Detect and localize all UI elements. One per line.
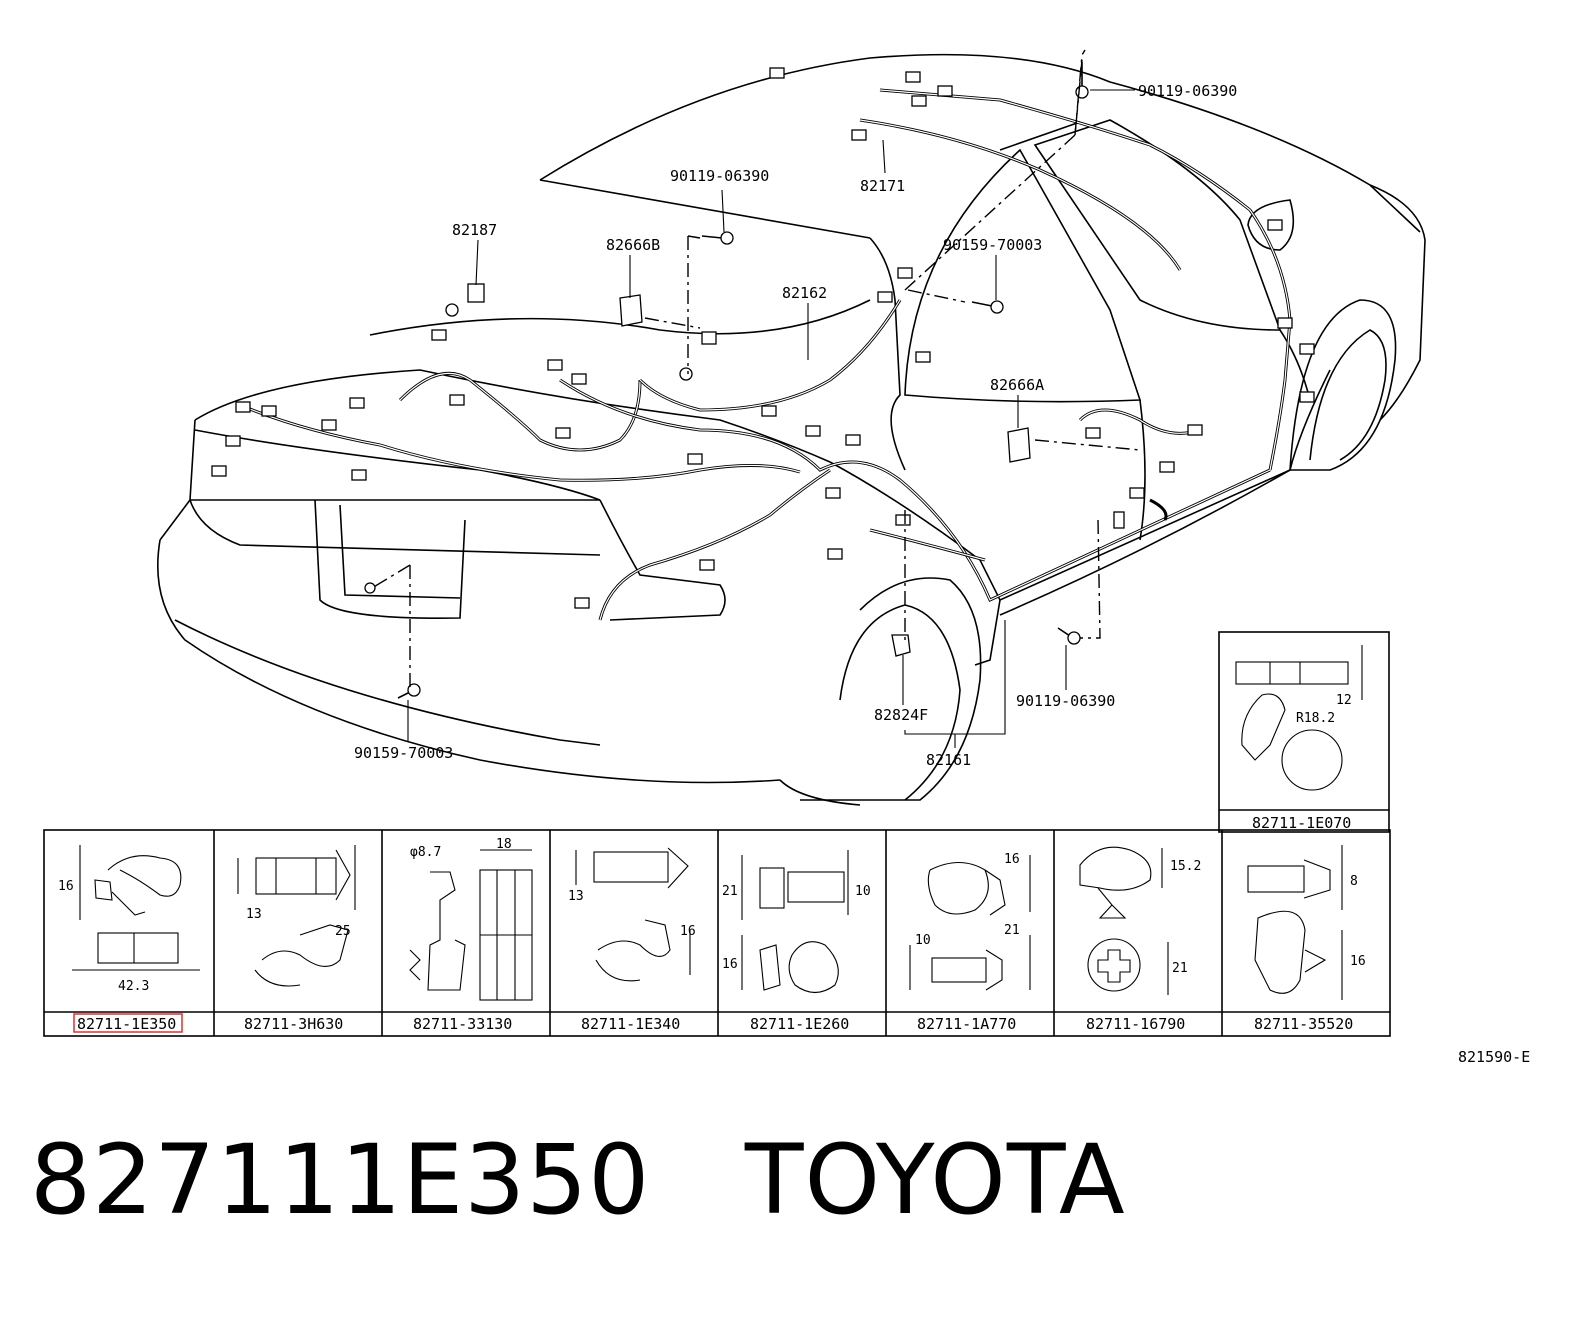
clip-cell-extra: 12 R18.2 (1235, 645, 1363, 791)
clip-cell-2: 13 25 (237, 845, 356, 987)
bolt-sill-icon (1057, 627, 1081, 645)
dim-3h630-b: 25 (335, 924, 351, 939)
clip-cell-3: φ8.7 18 (409, 837, 533, 1001)
bolt-bumper-icon (397, 683, 421, 699)
callout-labels: 90119-06390 90119-06390 82171 82187 8266… (354, 82, 1237, 769)
dim-1e340-a: 13 (568, 889, 584, 904)
dim-33130-a: φ8.7 (410, 845, 441, 860)
callout-harness-floor: 82162 (782, 284, 827, 302)
dim-35520-a: 8 (1350, 874, 1358, 889)
part-82711-33130: 82711-33130 (413, 1015, 512, 1033)
dashed-reference-lines (371, 49, 1141, 690)
bolt-icons (397, 62, 1089, 699)
callout-bolt-roof-rear: 90119-06390 (1138, 82, 1237, 100)
clip-cell-8: 8 16 (1247, 845, 1366, 1000)
part-82711-35520: 82711-35520 (1254, 1015, 1353, 1033)
dim-33130-b: 18 (496, 837, 512, 852)
car-body-outline (157, 53, 1426, 806)
dim-1e260-c: 16 (722, 957, 738, 972)
clip-cell-1: 16 42.3 (58, 845, 200, 994)
bolt-tray-icon (701, 231, 734, 245)
dim-1a770-c: 21 (1004, 923, 1020, 938)
wire-harness-routes (239, 88, 1292, 621)
callout-harness-roof: 82171 (860, 177, 905, 195)
part-82711-3h630: 82711-3H630 (244, 1015, 343, 1033)
clip-cell-5: 21 10 16 (722, 850, 871, 994)
dim-16790-b: 21 (1172, 961, 1188, 976)
part-82711-1e070: 82711-1E070 (1252, 814, 1351, 832)
diagram-code: 821590-E (1458, 1048, 1531, 1066)
leader-lines (407, 89, 1135, 748)
caption: 827111E350 TOYOTA (30, 1120, 1126, 1240)
dim-1e260-a: 21 (722, 884, 738, 899)
dim-1e350-b: 42.3 (118, 979, 149, 994)
callout-bolt-b-pillar: 90159-70003 (943, 236, 1042, 254)
dim-1e070-a: 12 (1336, 693, 1352, 708)
callout-bolt-bumper: 90159-70003 (354, 744, 453, 762)
clip-cell-7: 15.2 21 (1079, 846, 1201, 995)
callout-bolt-sill: 90119-06390 (1016, 692, 1115, 710)
dim-1a770-b: 10 (915, 933, 931, 948)
dim-1e070-b: R18.2 (1296, 711, 1335, 726)
clamp-82666a-icon (1007, 427, 1031, 463)
caption-spacer (650, 1124, 745, 1236)
callout-clamp-tray: 82666B (606, 236, 660, 254)
clip-cell-6: 16 10 21 (909, 852, 1031, 991)
bolt-pillar-icon (971, 300, 1004, 314)
dim-35520-b: 16 (1350, 954, 1366, 969)
part-82711-1e260: 82711-1E260 (750, 1015, 849, 1033)
clip-part-numbers: 82711-1E350 82711-3H630 82711-33130 8271… (73, 814, 1353, 1033)
harness-connectors (211, 67, 1315, 657)
highlight-box (73, 1013, 183, 1033)
part-82711-16790: 82711-16790 (1086, 1015, 1185, 1033)
part-82711-1e340: 82711-1E340 (581, 1015, 680, 1033)
clip-table (43, 631, 1391, 1037)
caption-part-number: 827111E350 (30, 1124, 651, 1236)
dim-16790-a: 15.2 (1170, 859, 1201, 874)
callout-bolt-package-tray: 90119-06390 (670, 167, 769, 185)
dim-1e340-b: 16 (680, 924, 696, 939)
callout-harness-trunk-lid: 82187 (452, 221, 497, 239)
dim-1e260-b: 10 (855, 884, 871, 899)
part-82711-1e350: 82711-1E350 (77, 1015, 176, 1033)
clamp-82666b-icon (619, 294, 643, 327)
callout-connector-wheelhouse: 82824F (874, 706, 928, 724)
dim-1a770-a: 16 (1004, 852, 1020, 867)
callout-harness-main: 82161 (926, 751, 971, 769)
part-82711-1a770: 82711-1A770 (917, 1015, 1016, 1033)
callout-clamp-floor: 82666A (990, 376, 1044, 394)
clip-cell-4: 13 16 (568, 847, 696, 982)
dim-1e350-a: 16 (58, 879, 74, 894)
dim-3h630-a: 13 (246, 907, 262, 922)
caption-brand: TOYOTA (744, 1124, 1126, 1236)
